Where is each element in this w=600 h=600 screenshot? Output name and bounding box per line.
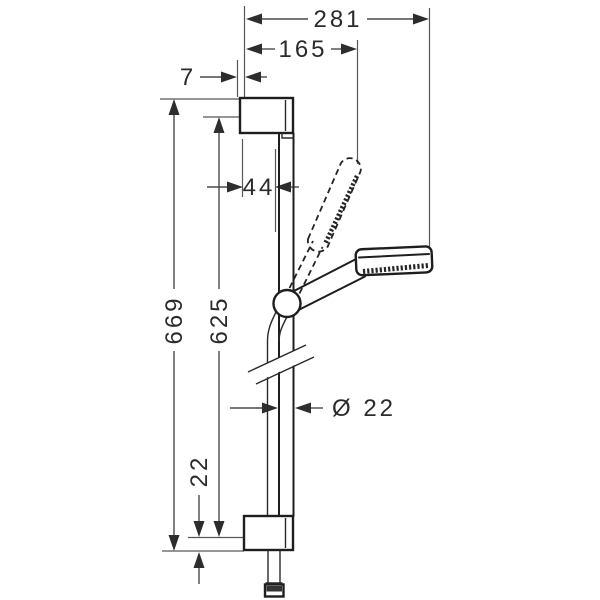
- slider: [272, 288, 302, 319]
- hand-shower-alternate-position: [288, 157, 362, 294]
- dim-669-label: 669: [161, 295, 188, 344]
- dim-625-label: 625: [206, 295, 233, 344]
- dim-165-label: 165: [278, 36, 327, 63]
- hose-connector: [263, 550, 285, 598]
- top-wall-bracket: [238, 96, 295, 139]
- dim-diameter-22: Ø 22: [230, 395, 396, 422]
- dim-22-label: 22: [186, 455, 213, 488]
- dim-22: 22: [186, 455, 213, 584]
- dim-281-label: 281: [313, 6, 362, 33]
- dim-44-label: 44: [243, 174, 276, 201]
- dim-7: 7: [180, 64, 267, 91]
- shower-hose: [266, 310, 289, 516]
- extension-lines: [160, 6, 431, 552]
- break-marks: [247, 344, 315, 385]
- dim-44: 44: [207, 174, 299, 201]
- dim-7-label: 7: [180, 64, 196, 91]
- connector-nut-band: [266, 586, 282, 592]
- dim-669: 669: [161, 99, 188, 551]
- dim-625: 625: [206, 117, 233, 537]
- wall-bar-rail: [278, 132, 295, 517]
- dim-165: 165: [246, 36, 357, 63]
- dim-281: 281: [246, 6, 429, 33]
- hand-shower-head: [354, 245, 434, 277]
- dim-diameter-22-label: Ø 22: [332, 395, 396, 422]
- bottom-wall-bracket: [242, 514, 295, 552]
